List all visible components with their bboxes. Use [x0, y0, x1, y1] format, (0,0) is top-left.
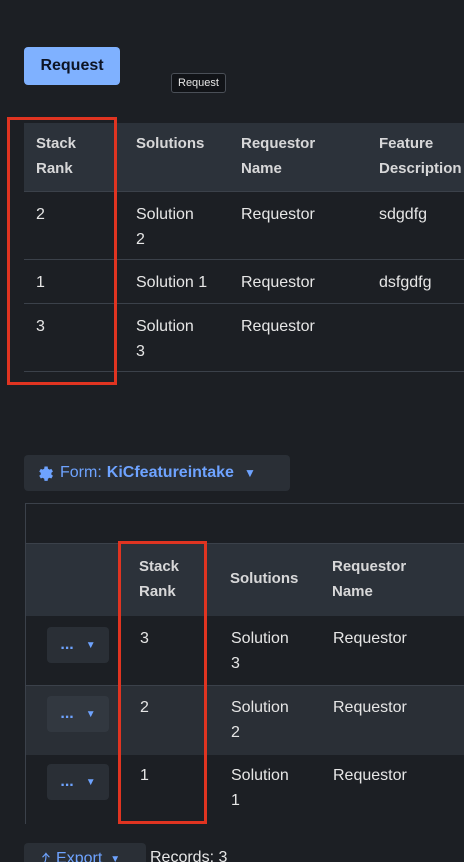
- header-text: Description: [379, 160, 462, 177]
- cell-stack-rank: 1: [140, 767, 149, 784]
- form-name: KiCfeatureintake: [106, 464, 234, 481]
- cell-requestor: Requestor: [333, 699, 407, 716]
- cell-text: 2: [136, 231, 145, 248]
- header-text: Stack: [139, 558, 180, 575]
- cell-description: sdgdfg: [379, 206, 428, 223]
- header-text: Requestor: [241, 135, 316, 152]
- cell-text: Solution: [231, 767, 289, 784]
- cell-text: 1: [231, 792, 240, 809]
- requests-table: Stack Rank Solutions Requestor Name Feat…: [24, 123, 464, 372]
- chevron-down-icon: ▼: [243, 466, 256, 480]
- header-solutions[interactable]: Solutions: [230, 566, 298, 591]
- cell-solution: Solution 2: [231, 695, 289, 745]
- divider: [24, 259, 464, 260]
- header-text: Rank: [36, 160, 73, 177]
- chevron-down-icon: ▼: [85, 708, 96, 720]
- row-actions-button[interactable]: ... ▼: [47, 764, 109, 800]
- header-text: Name: [241, 160, 282, 177]
- divider: [24, 191, 464, 192]
- grid-header: [26, 543, 464, 616]
- grid-footer: ⤴ Export ▼ Records: 3: [24, 843, 464, 862]
- header-text: Stack: [36, 135, 77, 152]
- cell-requestor: Requestor: [241, 206, 315, 223]
- cell-text: Solution: [231, 699, 289, 716]
- cell-text: Solution: [231, 630, 289, 647]
- cell-requestor: Requestor: [241, 274, 315, 291]
- stack-rank-highlight: [118, 541, 207, 824]
- header-text: Requestor: [332, 558, 407, 575]
- cell-text: 3: [231, 655, 240, 672]
- header-text: Name: [332, 583, 373, 600]
- form-selector[interactable]: Form: KiCfeatureintake ▼: [24, 455, 290, 491]
- request-tooltip: Request: [171, 73, 226, 93]
- share-icon: ⤴: [34, 853, 51, 862]
- cell-requestor: Requestor: [241, 318, 315, 335]
- cell-text: 2: [231, 724, 240, 741]
- cell-description: dsfgdfg: [379, 274, 432, 291]
- cell-stack-rank: 2: [36, 206, 45, 223]
- divider: [24, 303, 464, 304]
- cell-solution: Solution 3: [136, 314, 194, 364]
- ellipsis-icon: ...: [60, 705, 74, 722]
- request-button[interactable]: Request: [24, 47, 120, 85]
- header-text: Solutions: [136, 135, 205, 152]
- cell-stack-rank: 1: [36, 274, 45, 291]
- header-stack-rank[interactable]: Stack Rank: [36, 131, 76, 181]
- header-text: Rank: [139, 583, 176, 600]
- header-solutions[interactable]: Solutions: [136, 131, 204, 156]
- cell-solution: Solution 2: [136, 202, 194, 252]
- cell-text: Solution 1: [136, 274, 208, 291]
- chevron-down-icon: ▼: [85, 639, 96, 651]
- cell-text: 3: [136, 343, 145, 360]
- stack-rank-highlight: [7, 117, 117, 385]
- form-prefix: Form:: [60, 464, 102, 481]
- header-feature-description[interactable]: Feature Description: [379, 131, 462, 181]
- chevron-down-icon: ▼: [85, 776, 96, 788]
- cell-text: Solution: [136, 206, 194, 223]
- table-header: [24, 123, 464, 191]
- header-text: Feature: [379, 135, 434, 152]
- divider: [24, 371, 464, 372]
- gear-icon: [36, 464, 54, 482]
- row-actions-button[interactable]: ... ▼: [47, 696, 109, 732]
- records-count: Records: 3: [150, 849, 228, 862]
- ellipsis-icon: ...: [60, 773, 74, 790]
- header-text: Solutions: [230, 570, 299, 587]
- export-label: Export: [56, 850, 103, 862]
- ellipsis-icon: ...: [60, 636, 74, 653]
- cell-requestor: Requestor: [333, 767, 407, 784]
- chevron-down-icon: ▼: [110, 853, 121, 862]
- cell-solution: Solution 1: [136, 270, 207, 295]
- cell-stack-rank: 3: [140, 630, 149, 647]
- cell-stack-rank: 3: [36, 318, 45, 335]
- form-records-grid: Stack Rank Solutions Requestor Name ... …: [25, 503, 464, 824]
- header-requestor-name[interactable]: Requestor Name: [332, 554, 406, 604]
- cell-stack-rank: 2: [140, 699, 149, 716]
- cell-requestor: Requestor: [333, 630, 407, 647]
- export-button[interactable]: ⤴ Export ▼: [24, 843, 146, 862]
- cell-text: Solution: [136, 318, 194, 335]
- header-requestor-name[interactable]: Requestor Name: [241, 131, 315, 181]
- cell-solution: Solution 3: [231, 626, 289, 676]
- cell-solution: Solution 1: [231, 763, 289, 813]
- header-stack-rank[interactable]: Stack Rank: [139, 554, 179, 604]
- row-actions-button[interactable]: ... ▼: [47, 627, 109, 663]
